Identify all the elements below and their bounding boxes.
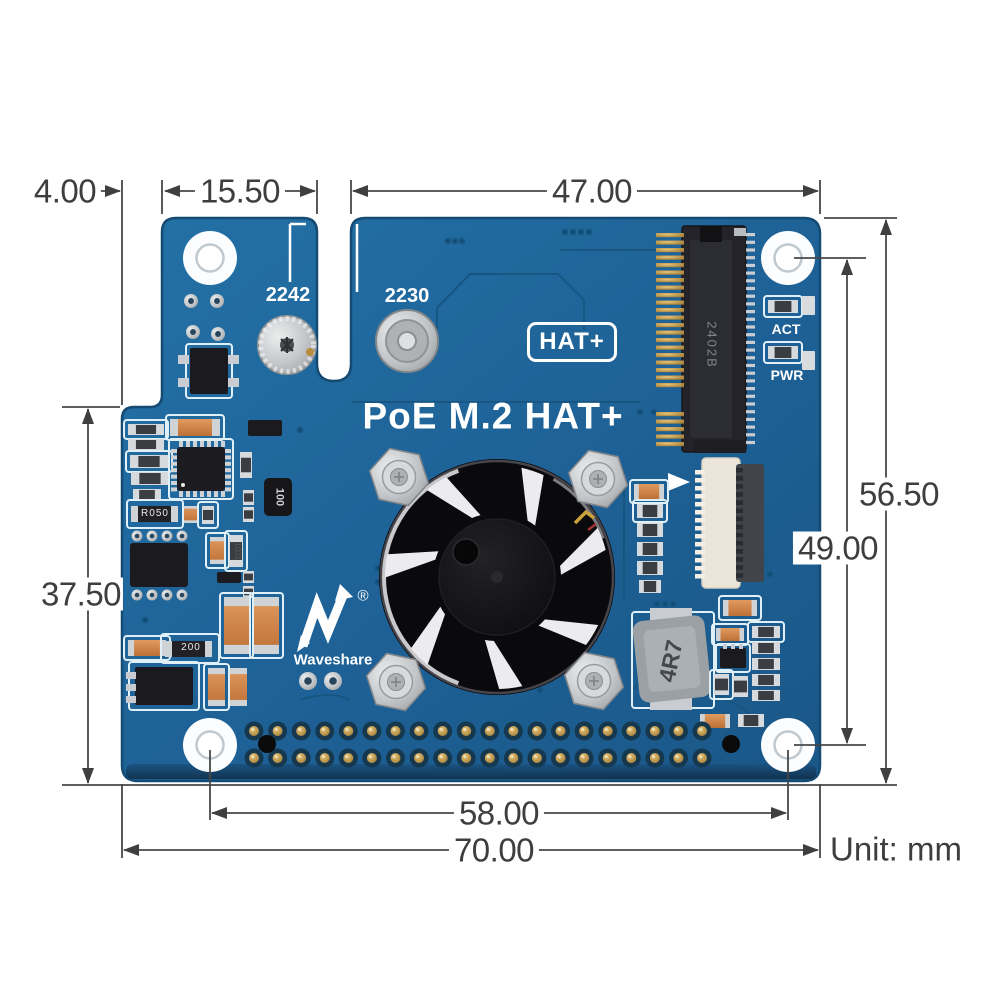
logo-wordmark: Waveshare [293, 651, 373, 669]
resistor-200-marking: 200 [181, 642, 201, 653]
m2-screw-posts [257, 309, 439, 375]
dim-label-58mm: 58.00 [453, 796, 545, 830]
silk-pwr-label: PWR [770, 367, 804, 383]
hat-plus-badge: HAT+ [527, 322, 617, 362]
resistor-1001-marking: 1001 [233, 542, 242, 560]
silk-2230: 2230 [384, 285, 430, 307]
smd-components [123, 294, 815, 728]
m2-connector-marking: 2402B [704, 321, 720, 369]
gpio-header-pins [244, 721, 740, 768]
dim-label-56-5mm: 56.50 [853, 477, 945, 511]
silkscreen-marks [288, 222, 690, 491]
inductor-100-marking: 100 [273, 487, 286, 507]
dim-label-70mm: 70.00 [448, 833, 540, 867]
dim-label-4mm: 4.00 [28, 174, 102, 208]
unit-label: Unit: mm [830, 830, 962, 868]
ffc-connector [695, 457, 764, 589]
registered-mark: ® [357, 587, 369, 605]
resistor-r050-marking: R050 [141, 508, 169, 519]
board-bottom-edge [126, 764, 816, 779]
hex-standoffs [365, 447, 629, 712]
dim-label-37-5mm: 37.50 [38, 575, 124, 613]
board-title: PoE M.2 HAT+ [362, 395, 624, 437]
silk-act-label: ACT [771, 321, 801, 337]
cooling-fan [379, 459, 615, 695]
dim-label-49mm: 49.00 [792, 531, 884, 565]
m2-connector [656, 225, 755, 453]
dim-label-15-5mm: 15.50 [194, 174, 286, 208]
waveshare-logo-icon [297, 584, 353, 652]
dim-label-47mm: 47.00 [546, 174, 638, 208]
hat-plus-badge-text: HAT+ [539, 328, 605, 355]
silk-2242: 2242 [265, 284, 311, 306]
